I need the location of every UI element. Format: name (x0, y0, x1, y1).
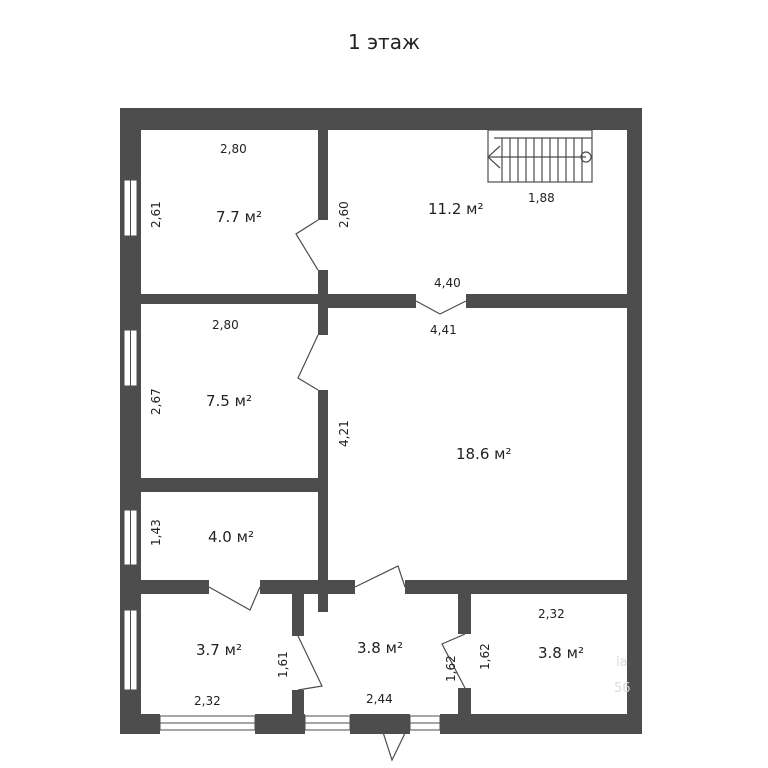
room-area-label: 3.8 м² (538, 644, 584, 662)
outer-wall-bottom-right (440, 714, 642, 734)
wall-hall-left (318, 390, 328, 610)
wall-horizontal-3-mid (260, 580, 355, 594)
floor-title: 1 этаж (348, 30, 420, 54)
dimension-labels: 2,80 2,61 2,60 1,88 4,40 4,41 2,80 2,67 … (149, 142, 565, 708)
outer-walls (120, 108, 642, 734)
watermark-text: ia (616, 655, 628, 670)
wall-bath-vertical (292, 594, 304, 636)
dimension-label: 2,61 (149, 201, 163, 228)
dimension-label: 2,67 (149, 388, 163, 415)
room-area-label: 3.8 м² (357, 639, 403, 657)
outer-wall-top (120, 108, 642, 130)
dimension-label: 2,44 (366, 692, 393, 706)
dimension-label: 1,62 (444, 655, 458, 682)
dimension-label: 1,43 (149, 519, 163, 546)
wall-horizontal-3-right (405, 580, 627, 594)
room-areas: 7.7 м² 11.2 м² 7.5 м² 18.6 м² 4.0 м² 3.7… (196, 200, 584, 662)
doors (208, 219, 467, 762)
dimension-label: 2,32 (194, 694, 221, 708)
dimension-label: 4,40 (434, 276, 461, 290)
watermark: ia 56 (614, 655, 631, 696)
door-swing-icon (208, 586, 261, 611)
wall-post (318, 594, 328, 612)
windows (123, 179, 441, 731)
room-area-label: 4.0 м² (208, 528, 254, 546)
wall-right-room-vertical-low (458, 688, 471, 714)
outer-wall-bottom-mid1 (255, 714, 305, 734)
room-area-label: 3.7 м² (196, 641, 242, 659)
wall-horizontal-3-left (141, 580, 209, 594)
dimension-label: 2,80 (212, 318, 239, 332)
wall-right-room-vertical (458, 594, 471, 634)
watermark-text: 56 (614, 681, 631, 696)
wall-horizontal-1-mid (328, 294, 416, 308)
outer-wall-left (120, 108, 141, 734)
staircase-icon (487, 129, 593, 183)
room-area-label: 7.7 м² (216, 208, 262, 226)
door-swing-icon (297, 334, 319, 391)
door-swing-icon (441, 633, 466, 689)
outer-wall-bottom-left (120, 714, 160, 734)
door-swing-icon (415, 300, 467, 315)
dimension-label: 4,21 (337, 420, 351, 447)
room-area-label: 11.2 м² (428, 200, 484, 218)
door-swing-icon (354, 565, 406, 588)
dimension-label: 1,88 (528, 191, 555, 205)
wall-bath-vertical-low (292, 690, 304, 714)
door-swing-icon (297, 635, 323, 691)
wall-horizontal-2 (141, 478, 318, 492)
dimension-label: 1,61 (276, 651, 290, 678)
door-swing-icon (295, 219, 319, 271)
room-area-label: 7.5 м² (206, 392, 252, 410)
wall-horizontal-1-left (141, 294, 318, 304)
outer-wall-right (627, 108, 642, 734)
wall-horizontal-1-right (466, 294, 627, 308)
door-swing-icon (379, 722, 411, 762)
dimension-label: 2,80 (220, 142, 247, 156)
dimension-label: 4,41 (430, 323, 457, 337)
wall-vertical-mid (318, 270, 328, 335)
dimension-label: 1,62 (478, 643, 492, 670)
wall-r1-r2-vertical (318, 130, 328, 220)
interior-walls (141, 130, 627, 714)
dimension-label: 2,60 (337, 201, 351, 228)
dimension-label: 2,32 (538, 607, 565, 621)
room-area-label: 18.6 м² (456, 445, 512, 463)
